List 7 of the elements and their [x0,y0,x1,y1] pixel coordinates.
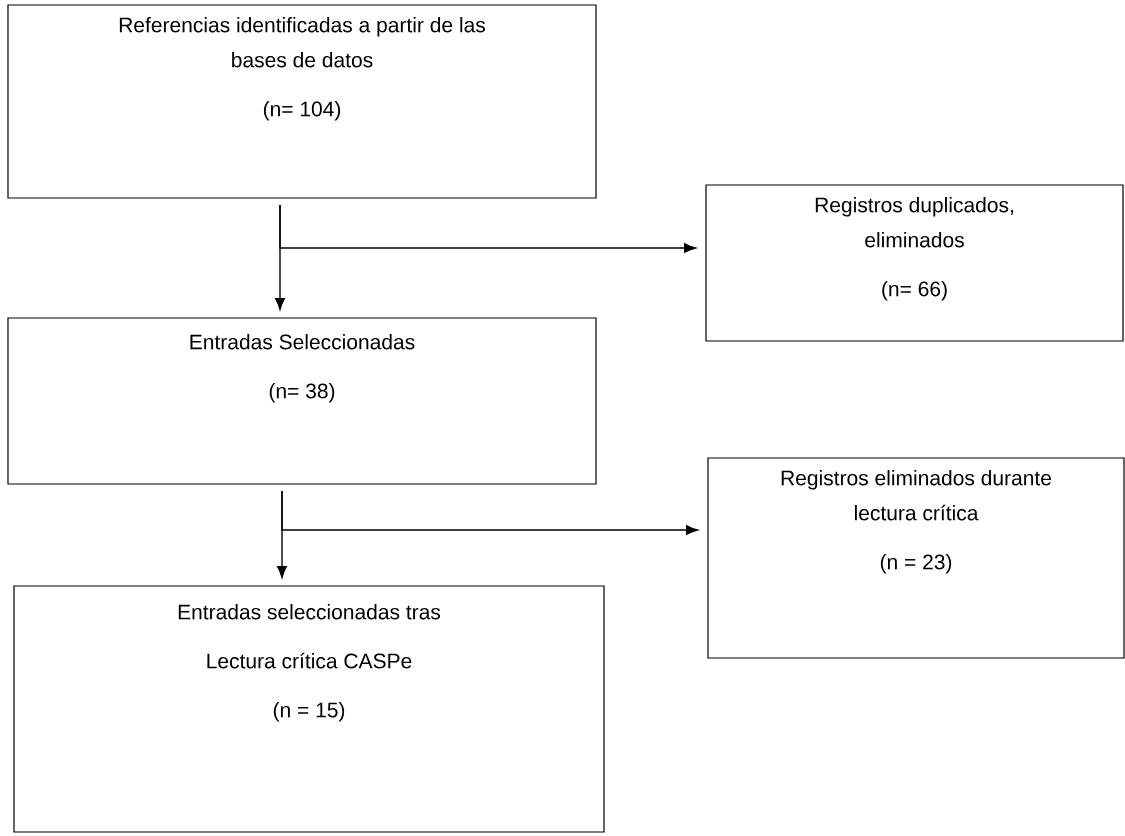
process-box: Entradas seleccionadas tras Lectura crítica CASPe (n = 15) [13,585,605,833]
process-box: Entradas Seleccionadas (n= 38) [7,317,597,485]
process-box: Referencias identificadas a partir de las bases de datos (n= 104) [7,4,597,199]
process-box: Registros duplicados, eliminados (n= 66) [705,184,1124,342]
arrow [281,490,698,535]
arrow [279,204,696,253]
process-box: Registros eliminados durante lectura crítica (n = 23) [707,457,1125,659]
